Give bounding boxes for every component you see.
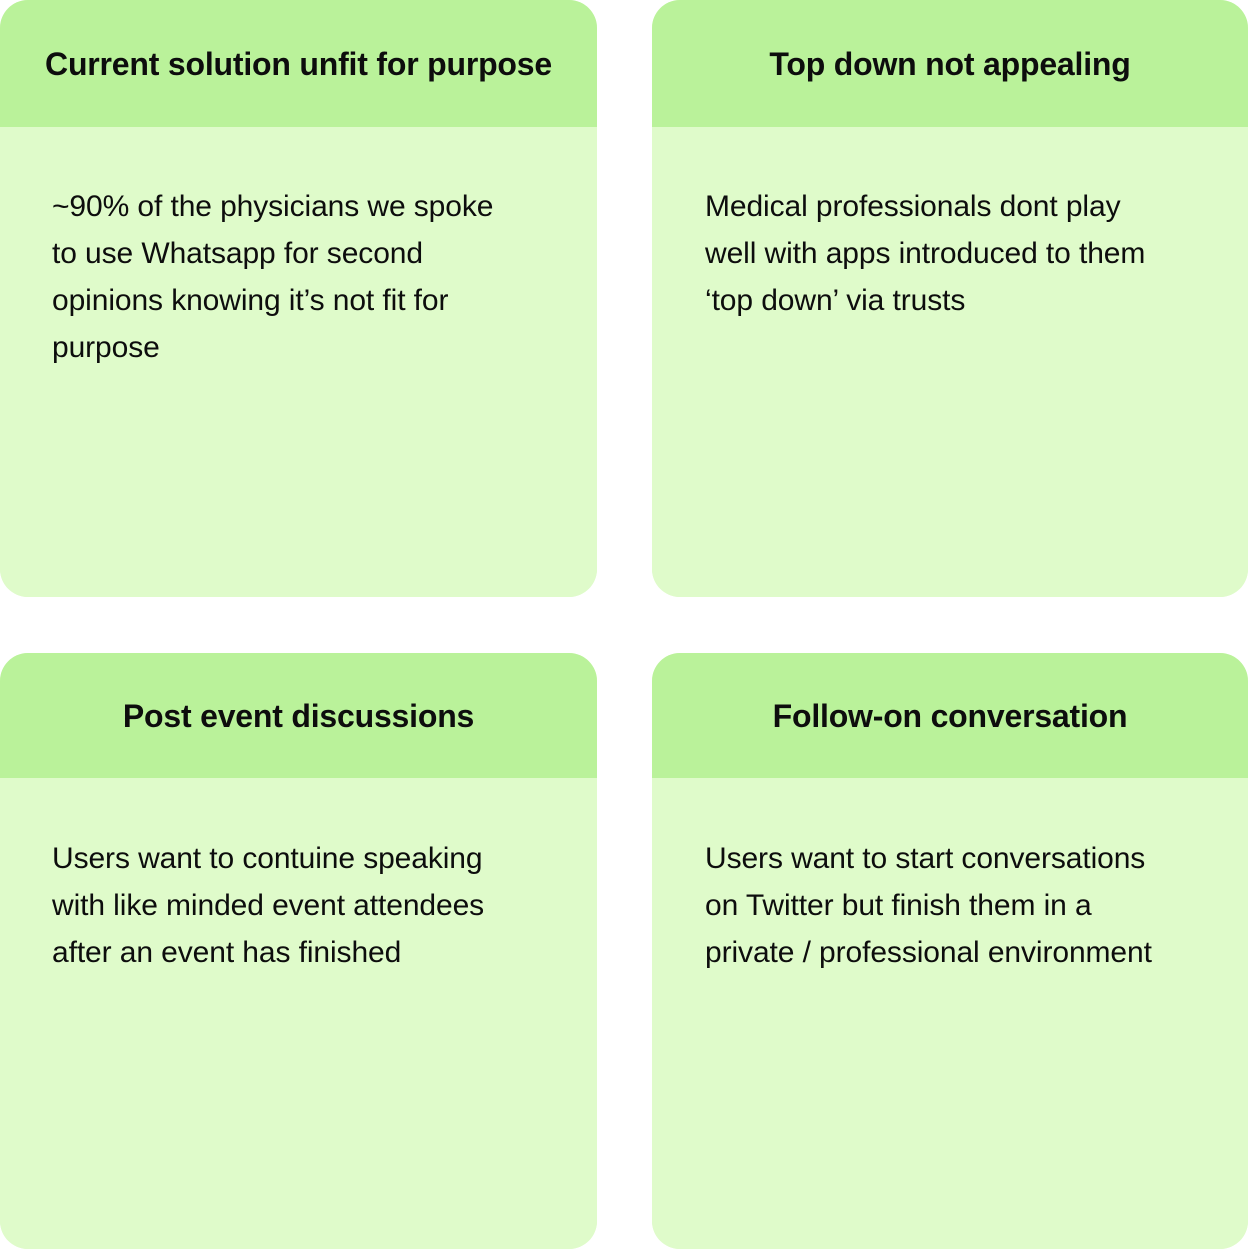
card-title: Follow-on conversation — [772, 698, 1128, 735]
card-header: Follow-on conversation — [652, 653, 1248, 778]
card-body: ~90% of the physicians we spoke to use W… — [0, 127, 597, 597]
insight-card-top-down-not-appealing[interactable]: Top down not appealing Medical professio… — [652, 0, 1248, 597]
insight-card-follow-on-conversation[interactable]: Follow-on conversation Users want to sta… — [652, 653, 1248, 1249]
card-body: Medical professionals dont play well wit… — [652, 127, 1248, 597]
card-body-text: Users want to start conversations on Twi… — [705, 842, 1152, 969]
card-body-text: Users want to contuine speaking with lik… — [52, 842, 485, 969]
card-title: Post event discussions — [122, 698, 475, 735]
card-body-text: ~90% of the physicians we spoke to use W… — [52, 190, 494, 364]
insight-card-post-event-discussions[interactable]: Post event discussions Users want to con… — [0, 653, 597, 1249]
card-title: Top down not appealing — [769, 46, 1131, 83]
card-body: Users want to contuine speaking with lik… — [0, 778, 597, 1249]
card-body: Users want to start conversations on Twi… — [652, 778, 1248, 1249]
card-header: Post event discussions — [0, 653, 597, 778]
card-body-text: Medical professionals dont play well wit… — [705, 190, 1146, 317]
card-header: Top down not appealing — [652, 0, 1248, 127]
card-header: Current solution unfit for purpose — [0, 0, 597, 127]
card-title: Current solution unfit for purpose — [45, 46, 552, 83]
insight-card-current-solution-unfit-for-purpose[interactable]: Current solution unfit for purpose ~90% … — [0, 0, 597, 597]
